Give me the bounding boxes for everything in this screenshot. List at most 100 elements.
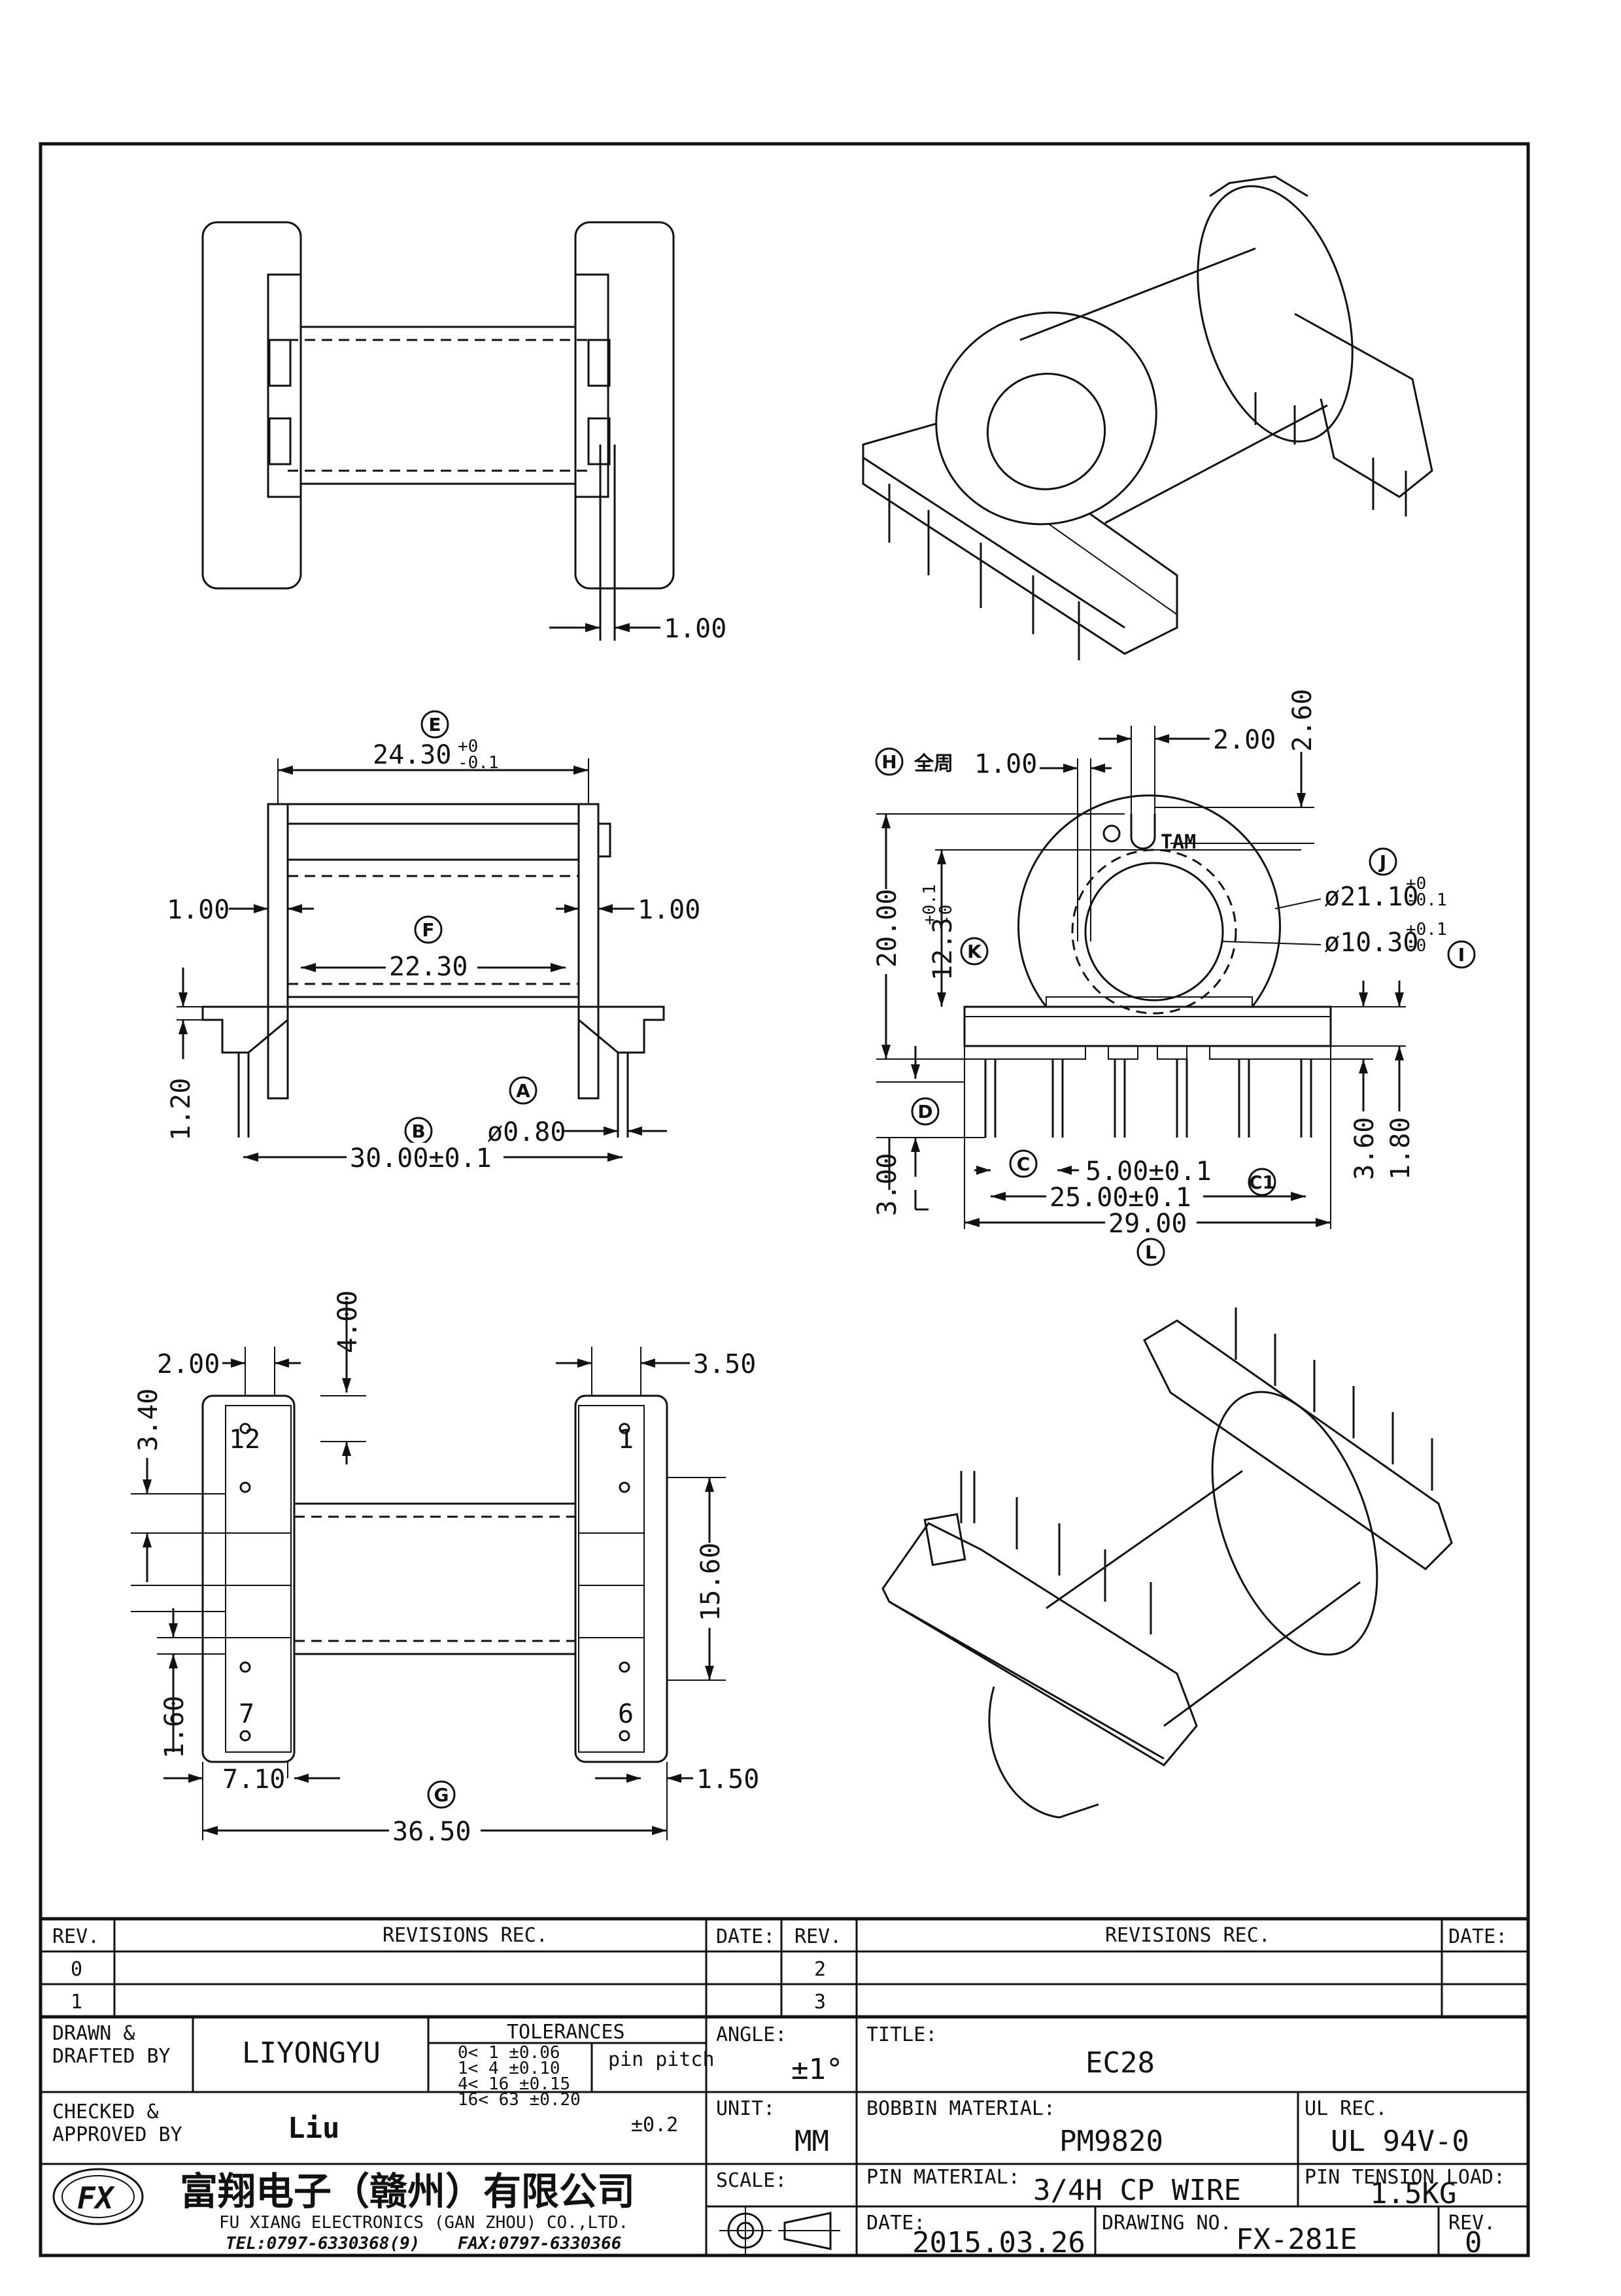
dim-E-tol-plus: +0 <box>458 737 478 756</box>
dim-I-tol-plus: +0.1 <box>1406 920 1447 939</box>
label-C1: C1 <box>1249 1172 1275 1193</box>
tol-row-1: 1< 4 ±0.10 <box>458 2059 560 2078</box>
drawing-no-label: DRAWING NO. <box>1102 2212 1232 2235</box>
tol-row-0: 0< 1 ±0.06 <box>458 2043 560 2063</box>
label-E: E <box>428 714 441 735</box>
company-name-cn: 富翔电子（赣州）有限公司 <box>180 2169 635 2214</box>
dim-I-tol-minus: -0 <box>1406 936 1426 956</box>
drawn-label-2: DRAFTED BY <box>52 2045 171 2068</box>
rev-row-2: 2 <box>814 1958 826 1981</box>
revisions-header-left: REVISIONS REC. <box>383 1924 548 1947</box>
company-logo-icon: FX <box>52 2168 144 2225</box>
ul-label: UL REC. <box>1305 2097 1387 2120</box>
dim-J: ø21.10 <box>1324 882 1419 912</box>
rev-row-0: 0 <box>71 1958 82 1981</box>
dim-2.00: 2.00 <box>157 1349 220 1379</box>
date-header-left: DATE: <box>716 1925 775 1948</box>
pin-7: 7 <box>239 1699 254 1729</box>
drawing-no-value: FX-281E <box>1236 2223 1357 2256</box>
title-value: EC28 <box>1085 2046 1155 2080</box>
sheet-border <box>39 142 1530 2257</box>
dim-A: ø0.80 <box>487 1117 566 1147</box>
dim-L: 29.00 <box>1108 1209 1187 1239</box>
label-I: I <box>1458 944 1465 966</box>
title-label: TITLE: <box>866 2023 937 2046</box>
dim-G: 36.50 <box>392 1817 471 1847</box>
dim-3.50: 3.50 <box>693 1349 756 1379</box>
scale-label: SCALE: <box>716 2169 787 2192</box>
dim-height: 20.00 <box>872 889 902 968</box>
dim-1.60: 1.60 <box>160 1696 190 1759</box>
date-header-right: DATE: <box>1448 1925 1507 1948</box>
pin-pitch-label: pin pitch <box>608 2048 715 2071</box>
dim-right2: 1.80 <box>1386 1117 1416 1180</box>
dim-H: 1.00 <box>974 749 1037 779</box>
drawn-label-1: DRAWN & <box>52 2022 135 2045</box>
label-F: F <box>422 919 434 941</box>
pin-material-label: PIN MATERIAL: <box>866 2166 1020 2189</box>
dim-base-height: 1.20 <box>166 1078 196 1141</box>
tol-row-2: 4< 16 ±0.15 <box>458 2074 570 2094</box>
unit-value: MM <box>794 2125 829 2158</box>
projection-symbol-icon <box>719 2206 840 2255</box>
dim-15.60: 15.60 <box>696 1543 726 1621</box>
dim-E-tol-minus: -0.1 <box>458 753 499 773</box>
dim-3.40: 3.40 <box>133 1389 163 1451</box>
rev-row-1: 1 <box>71 1991 82 2014</box>
pin-12: 12 <box>229 1425 260 1455</box>
label-A: A <box>516 1080 530 1102</box>
dim-C1: 25.00±0.1 <box>1049 1183 1191 1213</box>
dim-right-flange: 1.00 <box>638 895 700 925</box>
pin-pitch-value: ±0.2 <box>631 2114 678 2136</box>
rev-label: REV. <box>1448 2212 1495 2235</box>
dim-slot-depth: 2.60 <box>1288 689 1318 752</box>
angle-label: ANGLE: <box>716 2023 787 2046</box>
dim-J-tol-minus: -0.1 <box>1406 890 1447 910</box>
checked-label-2: APPROVED BY <box>52 2123 182 2146</box>
tol-row-3: 16< 63 ±0.20 <box>458 2090 581 2110</box>
dim-7.10: 7.10 <box>222 1764 285 1795</box>
label-K: K <box>967 941 982 962</box>
date-label: DATE: <box>866 2212 925 2235</box>
angle-value: ±1° <box>791 2053 843 2086</box>
rev-header-left: REV. <box>52 1925 99 1948</box>
dim-I: ø10.30 <box>1324 928 1419 958</box>
logo-text: FX <box>77 2180 116 2216</box>
label-G: G <box>434 1784 449 1806</box>
dim-K: 12.3 <box>928 918 958 981</box>
tolerances-header: TOLERANCES <box>507 2021 625 2044</box>
company-tel: TEL:0797-6330368(9) <box>226 2234 420 2254</box>
company-name-en: FU XIANG ELECTRONICS (GAN ZHOU) CO.,LTD. <box>219 2213 628 2233</box>
label-J: J <box>1378 851 1386 873</box>
dim-K-tol-plus: +0.1 <box>920 884 940 925</box>
dim-4.00: 4.00 <box>333 1291 363 1353</box>
bottom-view: 12 1 7 6 2.00 4.00 3.40 <box>131 1291 759 1847</box>
label-L: L <box>1145 1241 1157 1263</box>
end-view: TAM H 全周 1.00 <box>870 689 1476 1266</box>
isometric-view-top <box>862 175 1433 660</box>
dim-slot-width: 2.00 <box>1213 725 1276 755</box>
label-D: D <box>917 1101 932 1123</box>
dim-right1: 3.60 <box>1350 1117 1380 1180</box>
dim-H-prefix: 全周 <box>913 752 953 775</box>
rev-row-3: 3 <box>814 1991 826 2014</box>
pin-material-value: 3/4H CP WIRE <box>1033 2174 1241 2207</box>
dim-1.50: 1.50 <box>696 1764 759 1795</box>
label-C: C <box>1017 1153 1031 1175</box>
label-B: B <box>411 1121 425 1142</box>
rev-header-right: REV. <box>794 1925 842 1948</box>
dim-B: 30.00±0.1 <box>350 1143 492 1173</box>
dim-E: 24.30 <box>373 740 451 770</box>
date-value: 2015.03.26 <box>912 2226 1085 2259</box>
pin-tension-value: 1.5KG <box>1370 2177 1456 2210</box>
pin-tension-label: PIN TENSION LOAD: <box>1305 2166 1505 2189</box>
dim-C: 5.00±0.1 <box>1085 1156 1212 1187</box>
company-fax: FAX:0797-6330366 <box>458 2234 621 2254</box>
dim-F: 22.30 <box>389 952 468 982</box>
side-view-top: 1.00 <box>201 221 726 644</box>
ul-value: UL 94V-0 <box>1331 2125 1469 2158</box>
checked-value: Liu <box>288 2112 339 2145</box>
checked-label-1: CHECKED & <box>52 2101 159 2123</box>
